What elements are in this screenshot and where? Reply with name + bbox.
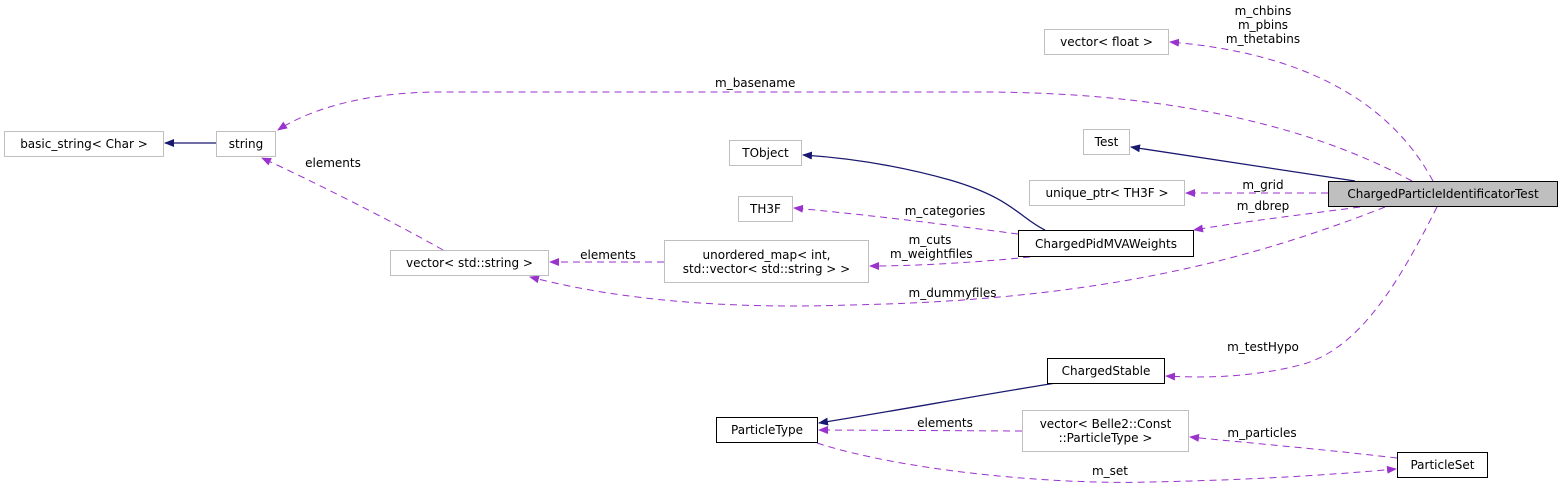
edge-label-cuts: m_cuts m_weightfiles	[890, 233, 973, 261]
edge-string-elements	[261, 157, 444, 251]
edge-inherit-test	[1130, 144, 1356, 182]
node-test[interactable]: Test	[1083, 129, 1130, 155]
node-charged-pid-mva-weights[interactable]: ChargedPidMVAWeights	[1018, 230, 1194, 257]
node-basic-string[interactable]: basic_string< Char >	[4, 131, 164, 157]
edge-pt-elements	[818, 426, 1023, 435]
edge-label-dbrep: m_dbrep	[1236, 199, 1290, 213]
node-string[interactable]: string	[216, 131, 276, 157]
edge-label-bins: m_chbins m_pbins m_thetabins	[1225, 4, 1301, 46]
node-th3f[interactable]: TH3F	[738, 196, 793, 222]
edge-dbrep	[1193, 206, 1361, 233]
edge-label-pt-elements: elements	[917, 416, 973, 430]
edge-categories	[793, 204, 1019, 235]
edge-label-dummyfiles: m_dummyfiles	[908, 286, 997, 300]
edge-set	[816, 442, 1397, 483]
edge-basename	[277, 91, 1413, 182]
edge-label-string-elements: elements	[305, 156, 361, 170]
node-charged-stable[interactable]: ChargedStable	[1047, 358, 1165, 384]
edge-label-map-elements: elements	[580, 248, 636, 262]
edge-particles	[1189, 433, 1398, 459]
node-vector-float[interactable]: vector< float >	[1044, 29, 1169, 55]
node-particle-type[interactable]: ParticleType	[716, 417, 818, 443]
node-charged-particle-identificator-test[interactable]: ChargedParticleIdentificatorTest	[1328, 181, 1558, 207]
edge-label-set: m_set	[1091, 464, 1129, 478]
edge-label-particles: m_particles	[1227, 426, 1297, 440]
edge-label-categories: m_categories	[904, 204, 986, 218]
edge-cuts	[869, 256, 1031, 270]
node-vector-particle-type[interactable]: vector< Belle2::Const ::ParticleType >	[1022, 410, 1189, 452]
edge-inherit-tobject	[802, 151, 1046, 231]
edge-dummyfiles	[529, 206, 1386, 307]
node-unique-ptr[interactable]: unique_ptr< TH3F >	[1029, 180, 1185, 206]
edge-label-testhypo: m_testHypo	[1227, 340, 1299, 354]
node-tobject[interactable]: TObject	[729, 140, 802, 166]
edge-label-basename: m_basename	[715, 76, 796, 90]
node-vector-std-string[interactable]: vector< std::string >	[390, 250, 549, 276]
edge-bins	[1169, 38, 1434, 182]
node-particle-set[interactable]: ParticleSet	[1397, 452, 1488, 478]
edge-label-grid: m_grid	[1242, 178, 1284, 192]
node-unordered-map[interactable]: unordered_map< int, std::vector< std::st…	[664, 240, 869, 283]
edge-inherit-particletype	[818, 381, 1063, 426]
edge-testhypo	[1165, 206, 1438, 381]
